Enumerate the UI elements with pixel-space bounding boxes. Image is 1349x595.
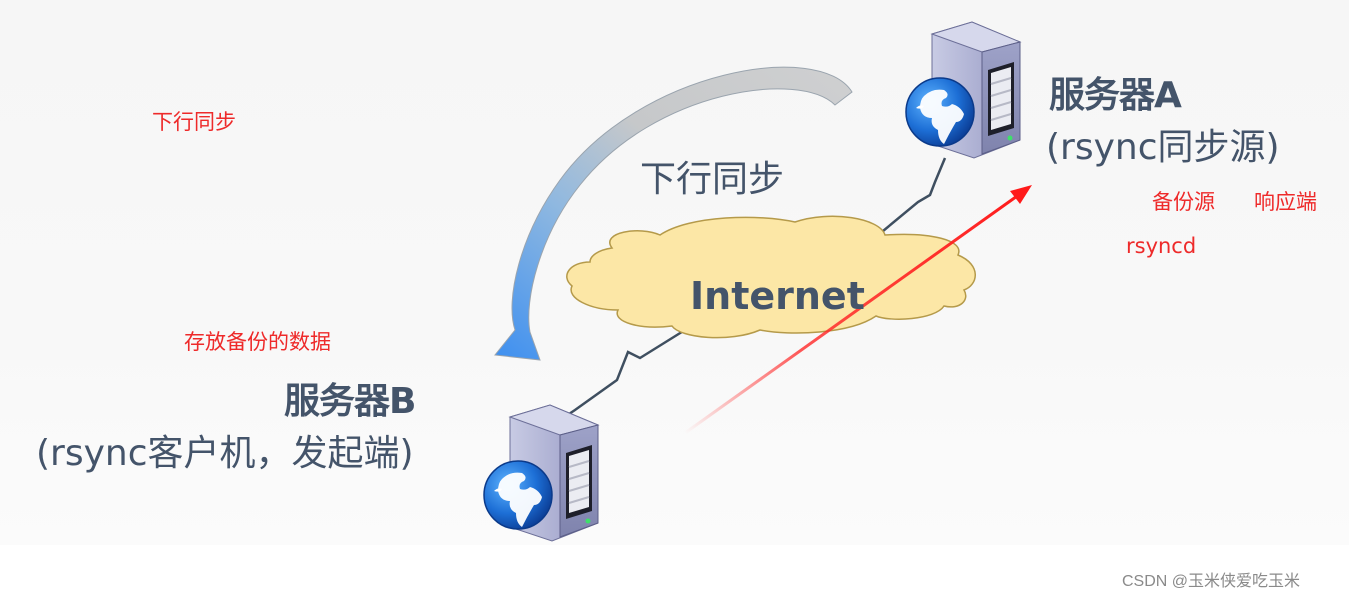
- server-a-title: 服务器A: [1049, 75, 1182, 116]
- downward-sync-arrow: [494, 66, 853, 361]
- server-b-icon: [483, 404, 599, 542]
- internet-label: Internet: [690, 274, 865, 318]
- server-b-title: 服务器B: [284, 381, 416, 422]
- internet-cloud: [566, 215, 976, 339]
- server-b-subtitle: (rsync客户机，发起端): [36, 433, 414, 474]
- left-sync-note: 下行同步: [152, 110, 236, 134]
- server-a-icon: [905, 21, 1021, 159]
- server-a-role-responder: 响应端: [1254, 190, 1317, 214]
- server-b-data-note: 存放备份的数据: [184, 330, 331, 354]
- server-a-daemon-note: rsyncd: [1126, 234, 1197, 258]
- watermark: CSDN @玉米侠爱吃玉米: [1122, 573, 1301, 590]
- sync-arrow-label: 下行同步: [640, 159, 785, 200]
- upload-direction-arrow: [684, 192, 1021, 435]
- server-a-role-backup-source: 备份源: [1152, 190, 1215, 214]
- network-link-line: [876, 157, 947, 237]
- server-a-subtitle: (rsync同步源): [1046, 127, 1280, 168]
